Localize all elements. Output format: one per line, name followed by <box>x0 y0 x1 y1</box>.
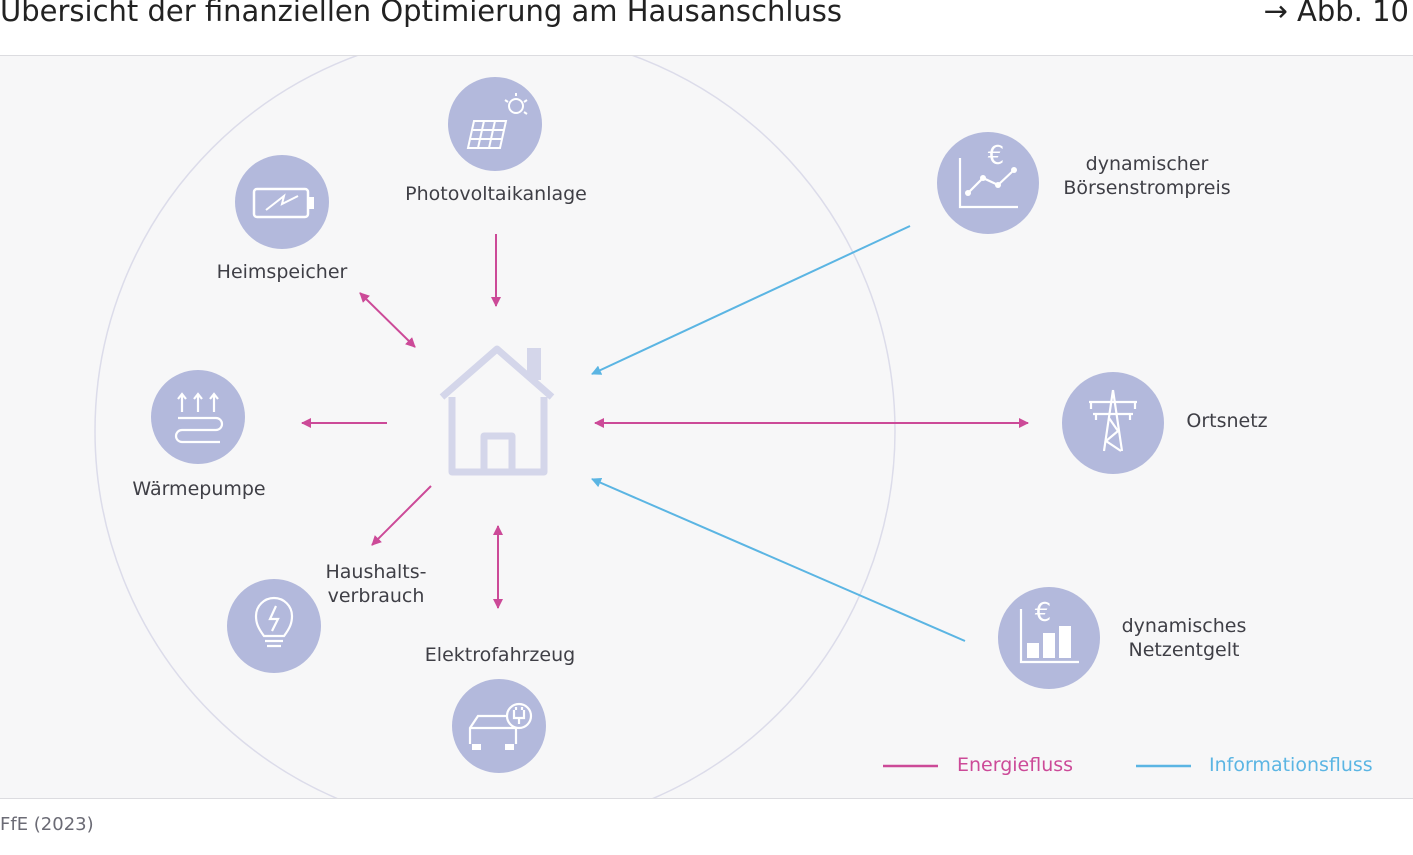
label-haushaltsverbrauch: Haushalts- verbrauch <box>325 561 427 607</box>
grid-fee-chart-icon: € <box>998 587 1100 689</box>
legend-info-label: Informationsfluss <box>1209 754 1373 776</box>
label-waermepumpe: Wärmepumpe <box>132 478 266 500</box>
battery-icon <box>235 155 329 249</box>
storage-house-arrow <box>359 292 416 348</box>
figure-reference: → Abb. 10 <box>1263 0 1409 28</box>
diagram-panel: € € <box>0 55 1413 799</box>
label-netzentgelt: dynamisches Netzentgelt <box>1121 615 1247 661</box>
heat-pump-icon <box>151 370 245 464</box>
legend-energy-label: Energiefluss <box>957 754 1074 776</box>
label-boersenstrompreis: dynamischer Börsenstrompreis <box>1063 153 1231 199</box>
house-to-household-arrow <box>371 485 432 546</box>
page-title: Übersicht der finanziellen Optimierung a… <box>0 0 843 28</box>
label-heimspeicher: Heimspeicher <box>216 261 348 283</box>
market-price-chart-icon: € <box>937 132 1039 234</box>
price-to-house-arrow <box>591 225 911 375</box>
label-elektrofahrzeug: Elektrofahrzeug <box>424 644 576 666</box>
label-photovoltaik: Photovoltaikanlage <box>405 183 587 205</box>
power-pylon-icon <box>1062 372 1164 474</box>
solar-panel-icon <box>448 77 542 171</box>
house-icon <box>439 345 555 476</box>
electric-car-icon <box>452 679 546 773</box>
label-ortsnetz: Ortsnetz <box>1186 410 1268 432</box>
light-bulb-icon <box>227 579 321 673</box>
svg-text:€: € <box>1035 598 1052 628</box>
svg-text:€: € <box>988 141 1005 171</box>
diagram-canvas: € € <box>94 56 1191 798</box>
source-note: FfE (2023) <box>0 814 94 835</box>
house-boundary-circle <box>94 56 896 798</box>
fee-to-house-arrow <box>591 477 966 642</box>
